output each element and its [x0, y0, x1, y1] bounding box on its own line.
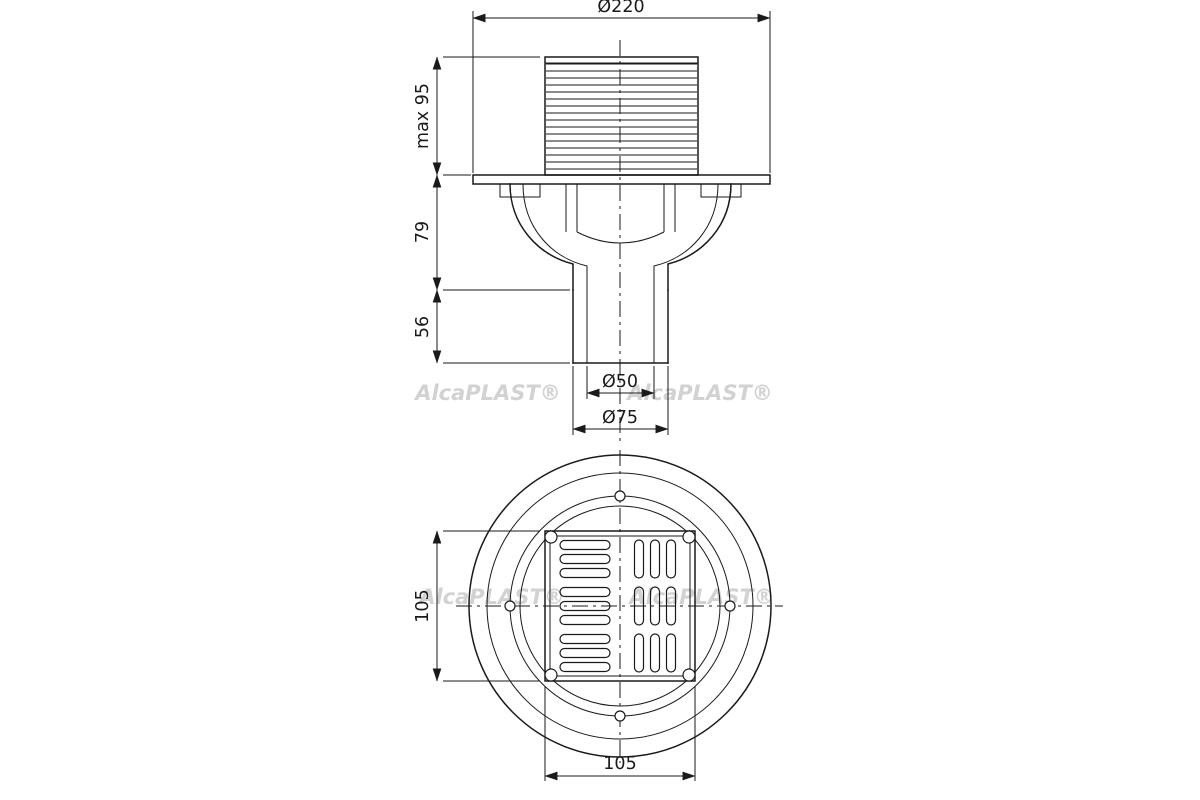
ring-screws — [504, 490, 736, 722]
dim-label-grate-width: 105 — [603, 754, 636, 774]
dim-label-height-middle: 79 — [413, 221, 433, 243]
grate-slots — [559, 539, 677, 673]
grate — [544, 530, 696, 682]
collar-ribs — [546, 63, 697, 170]
dim-label-top-diameter: Ø220 — [597, 0, 644, 17]
plan-view: 105 105 — [413, 450, 783, 781]
outlet-pipe — [572, 289, 669, 364]
dimension-outlet-outer: Ø75 — [572, 366, 669, 435]
dim-label-outlet-outer: Ø75 — [602, 408, 638, 428]
watermark-text: AlcaPLAST® — [417, 585, 565, 609]
dimension-grate-height: 105 — [413, 530, 540, 682]
watermark-text: AlcaPLAST® — [627, 585, 775, 609]
watermark-text: AlcaPLAST® — [413, 381, 561, 405]
dimension-outlet-inner: Ø50 — [586, 366, 655, 399]
elevation-view: Ø220 max 95 79 56 Ø50 Ø75 — [413, 0, 771, 445]
watermarks: AlcaPLAST® AlcaPLAST® AlcaPLAST® AlcaPLA… — [413, 381, 775, 609]
dimension-grate-width: 105 — [544, 686, 696, 781]
grate-corner-screws — [544, 530, 696, 682]
dim-label-grate-height: 105 — [413, 589, 433, 622]
dimension-heights: max 95 79 56 — [413, 56, 570, 364]
riser-collar — [544, 56, 699, 176]
dim-label-outlet-inner: Ø50 — [602, 372, 638, 392]
flange-plate — [472, 174, 771, 185]
dim-label-height-upper: max 95 — [413, 83, 433, 149]
dimension-top-diameter: Ø220 — [472, 0, 771, 173]
dim-label-height-lower: 56 — [413, 316, 433, 338]
drain-body — [499, 183, 742, 291]
